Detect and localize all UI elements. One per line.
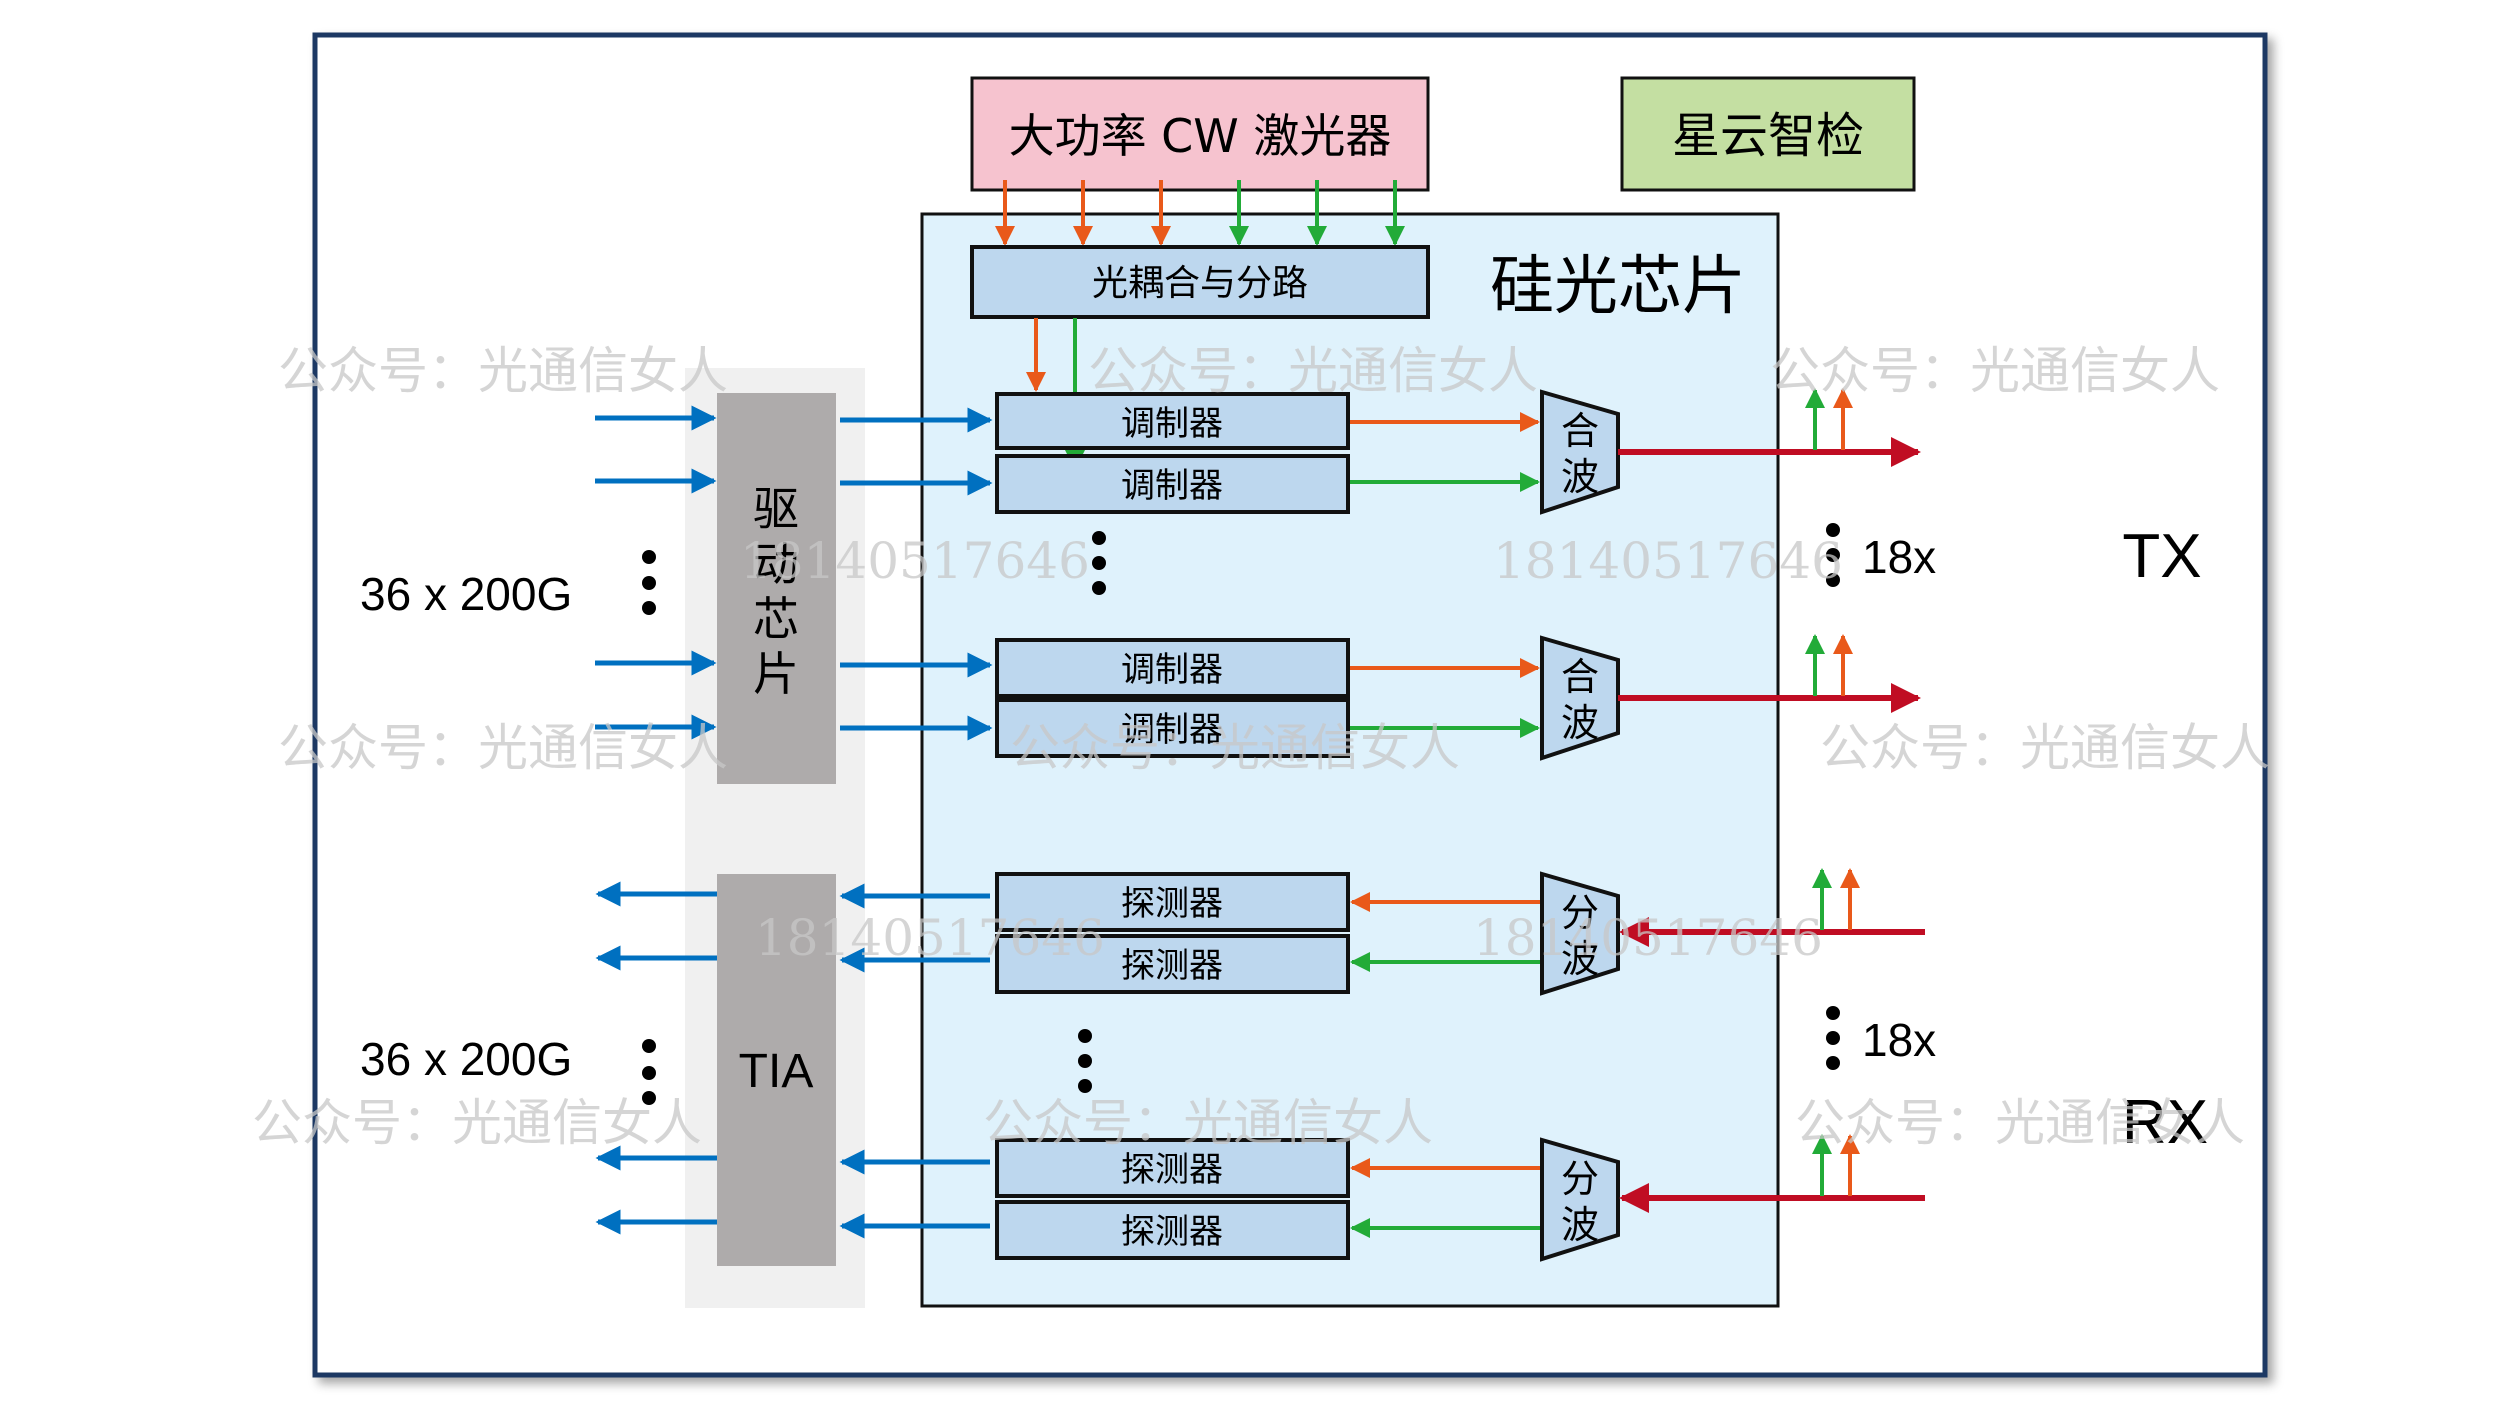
laser-output-arrows (995, 180, 1405, 246)
detector-box (995, 934, 1350, 994)
watermark-text: 公众号：光通信女人 (1770, 342, 2220, 400)
mux-char: 波 (1561, 701, 1599, 745)
driver-char: 驱 (753, 482, 799, 536)
watermark-text: 公众号：光通信女人 (1820, 719, 2270, 777)
modulator-ellipsis-dots (1092, 531, 1106, 595)
coupler-splitter-box (970, 245, 1430, 319)
watermark-text: 公众号：光通信女人 (278, 719, 728, 777)
mux-char: 波 (1561, 455, 1599, 499)
tx-ellipsis-dots (642, 550, 656, 615)
tia-chip (717, 874, 836, 1266)
rx-label: RX (2122, 1088, 2208, 1157)
demux-char: 波 (1561, 937, 1599, 981)
cw-laser-label: 大功率 CW 激光器 (1009, 109, 1392, 163)
detector-label: 探测器 (1121, 1212, 1223, 1252)
detector-group: 探测器 探测器 探测器 探测器 (995, 872, 1350, 1260)
modulator-box (995, 698, 1350, 758)
modulator-label: 调制器 (1121, 650, 1223, 690)
tx-count-dots (1826, 523, 1840, 587)
mux-char: 合 (1561, 655, 1599, 699)
brand-box (1620, 76, 1916, 192)
detector-box (995, 1200, 1350, 1260)
driver-char: 片 (753, 647, 799, 701)
demux-char: 波 (1561, 1203, 1599, 1247)
watermark-text: 公众号：光通信女人 (1010, 719, 1460, 777)
tx-label: TX (2122, 522, 2201, 591)
driver-char: 芯 (753, 592, 799, 646)
watermark-number: 18140517646 (740, 532, 1090, 590)
rx-rate-label: 36 x 200G (360, 1033, 572, 1085)
tx-electrical-inputs (595, 405, 993, 741)
watermarks: 公众号：光通信女人 公众号：光通信女人 公众号：光通信女人 1814051764… (252, 342, 2270, 1152)
modulator-box (995, 392, 1350, 450)
watermark-number: 18140517646 (755, 909, 1105, 967)
modulator-label: 调制器 (1121, 404, 1223, 444)
rx-ellipsis-dots (642, 1039, 656, 1105)
watermark-text: 公众号：光通信女人 (983, 1094, 1433, 1152)
chip-label: 硅光芯片 (1490, 250, 1746, 324)
demux-shape (1540, 1137, 1620, 1262)
detector-label: 探测器 (1121, 884, 1223, 924)
demux-2: 分 波 (1540, 1137, 1620, 1262)
detector-label: 探测器 (1121, 946, 1223, 986)
mux-char: 合 (1561, 409, 1599, 453)
tx-rate-label: 36 x 200G (360, 568, 572, 620)
demux-char: 分 (1561, 1157, 1599, 1201)
mux-1: 合 波 (1540, 389, 1620, 515)
detector-label: 探测器 (1121, 1150, 1223, 1190)
demux-shape (1540, 871, 1620, 996)
modulator-box (995, 454, 1350, 514)
modulator-label: 调制器 (1121, 710, 1223, 750)
modulator-box (995, 638, 1350, 698)
watermark-number: 18140517646 (1493, 532, 1843, 590)
rx-count-label: 18x (1862, 1014, 1936, 1066)
mux-shape (1540, 635, 1620, 761)
detector-box (995, 1138, 1350, 1198)
tx-count-label: 18x (1862, 531, 1936, 583)
driver-char: 动 (753, 537, 799, 591)
detector-ellipsis-dots (1078, 1029, 1092, 1093)
brand-label: 星云智检 (1672, 108, 1864, 164)
tia-label: TIA (739, 1045, 814, 1098)
watermark-text: 公众号：光通信女人 (1795, 1094, 2245, 1152)
wavelength-indicators (1805, 388, 1860, 1196)
mux-shape (1540, 389, 1620, 515)
watermark-text: 公众号：光通信女人 (1088, 342, 1538, 400)
detector-box (995, 872, 1350, 932)
watermark-text: 公众号：光通信女人 (252, 1094, 702, 1152)
rx-count-dots (1826, 1006, 1840, 1070)
rx-electrical-outputs (595, 881, 990, 1239)
mux-2: 合 波 (1540, 635, 1620, 761)
modulator-group: 调制器 调制器 调制器 调制器 (995, 392, 1350, 758)
watermark-text: 公众号：光通信女人 (278, 342, 728, 400)
demux-1: 分 波 (1540, 871, 1620, 996)
driver-chip (717, 393, 836, 784)
demux-char: 分 (1561, 891, 1599, 935)
modulator-label: 调制器 (1121, 466, 1223, 506)
cw-laser-box (970, 76, 1430, 192)
coupler-label: 光耦合与分路 (1092, 263, 1308, 304)
watermark-number: 18140517646 (1473, 909, 1823, 967)
